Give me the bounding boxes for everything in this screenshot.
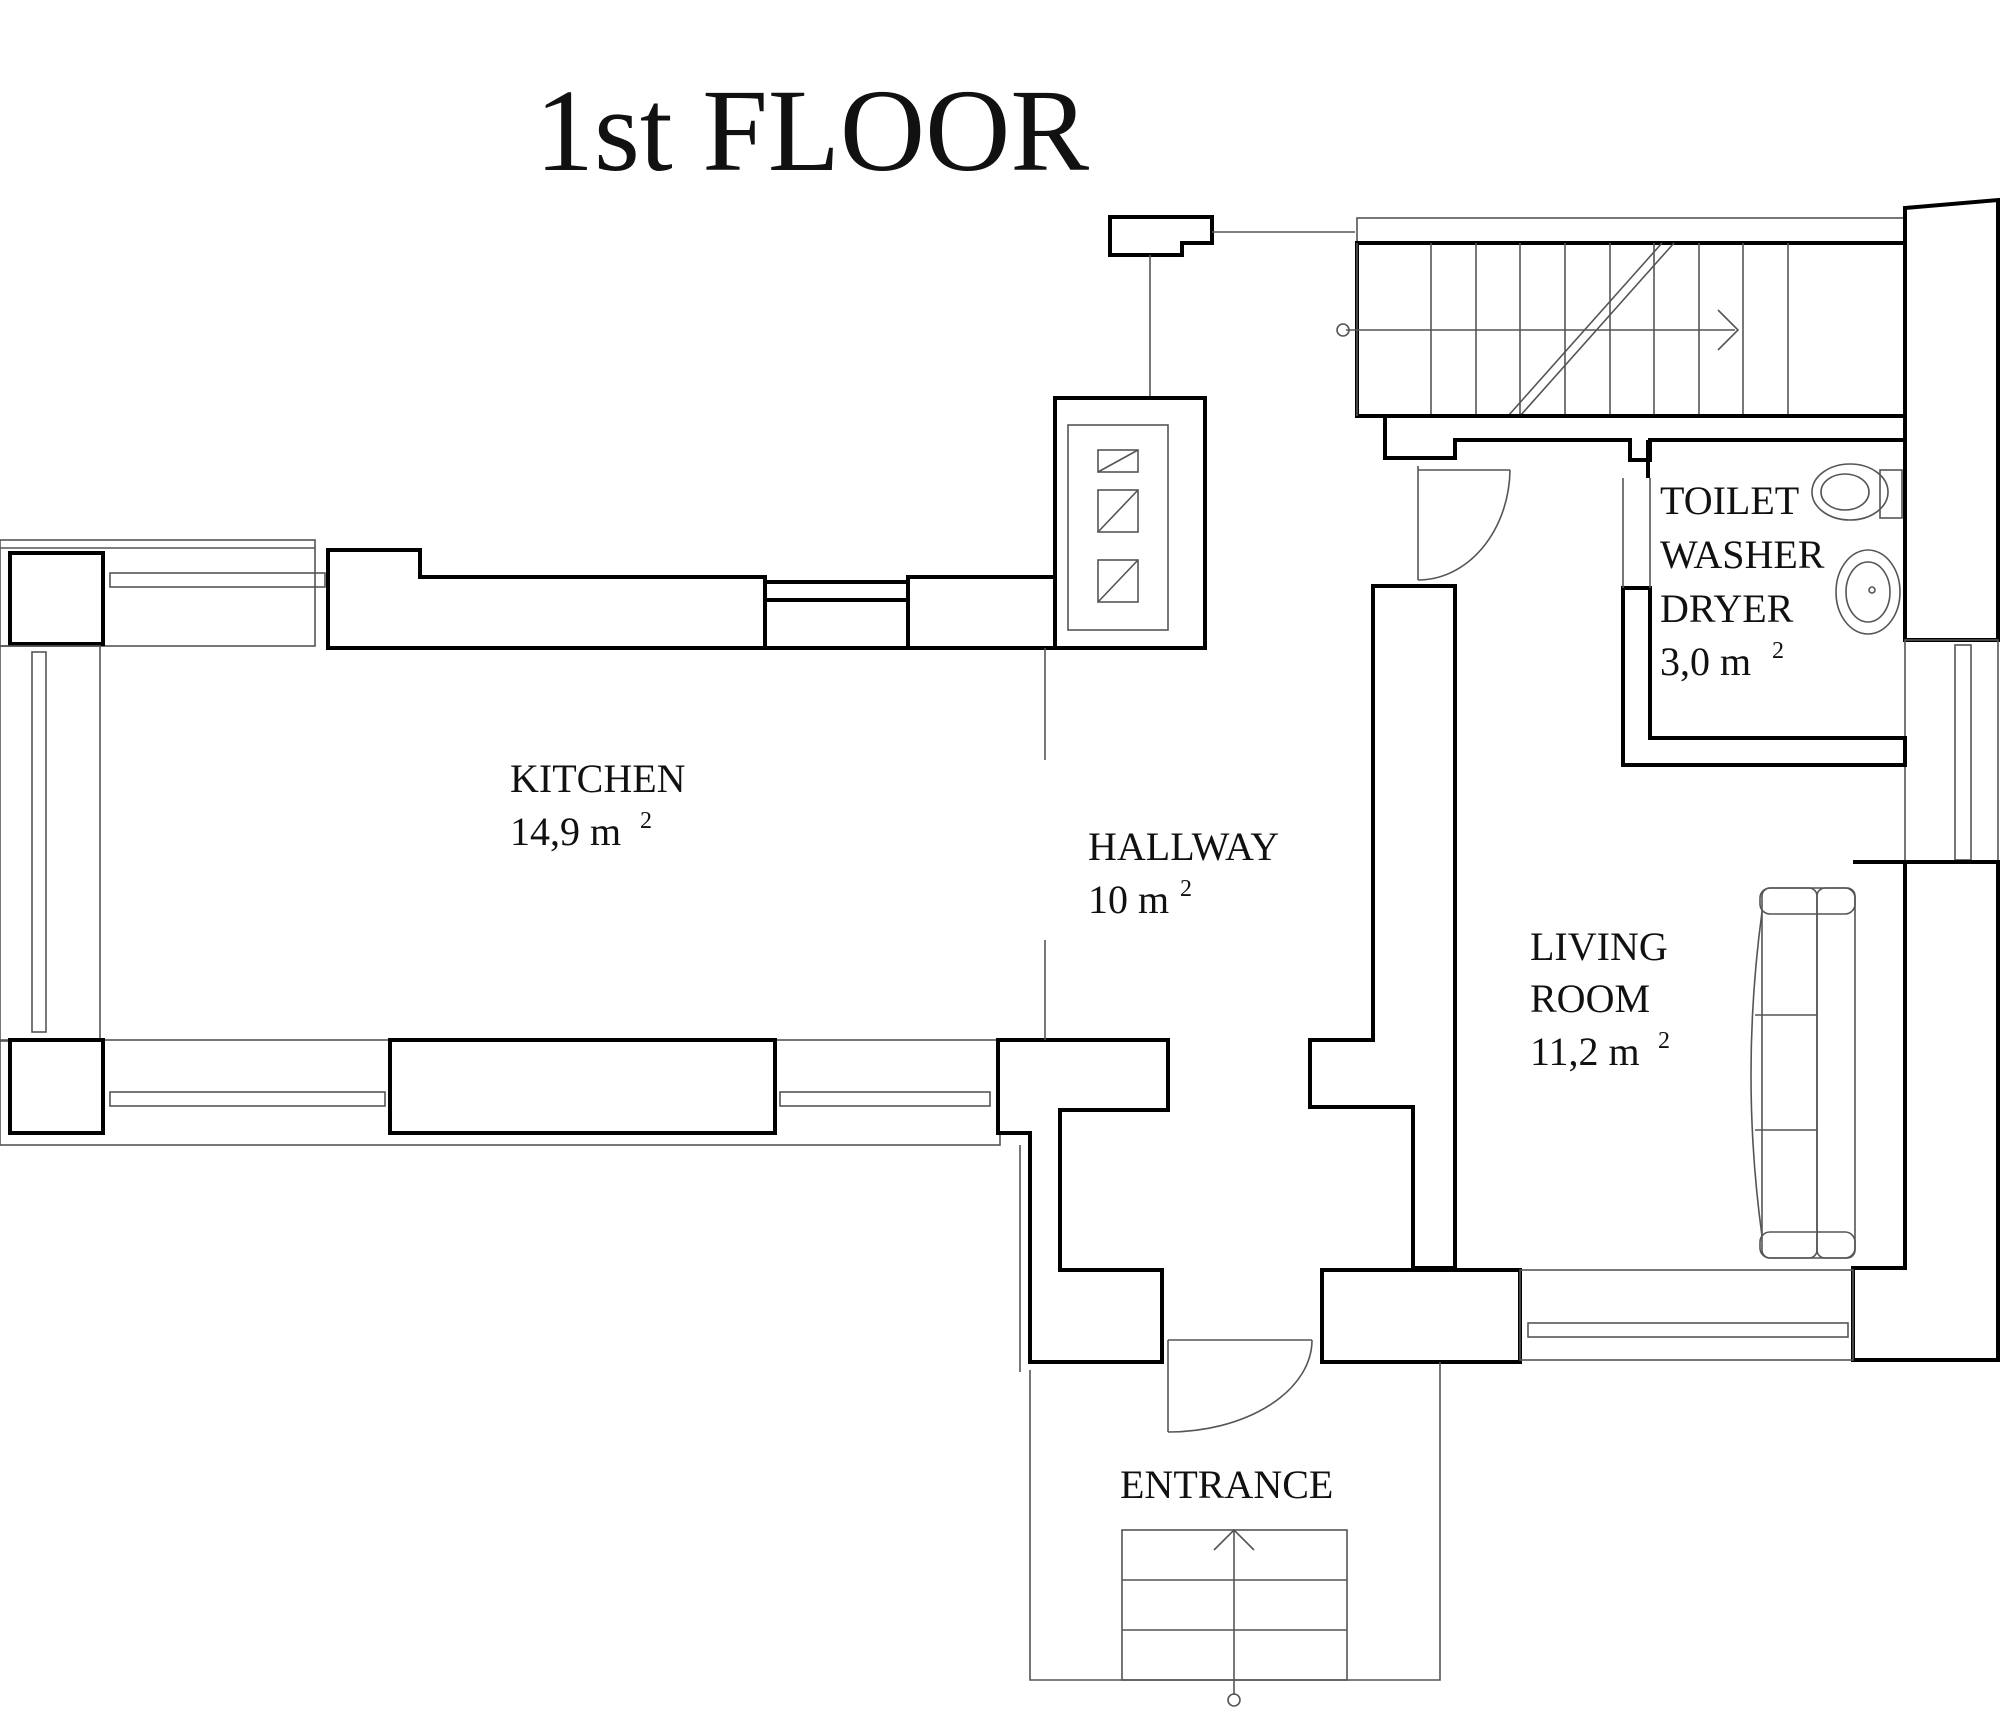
label-kitchen: KITCHEN 14,9 m 2 (510, 756, 686, 854)
kitchen-area: 14,9 m (510, 809, 621, 854)
plan-title: 1st FLOOR (535, 65, 1089, 196)
living-name-1: LIVING (1530, 924, 1668, 969)
toilet-name-2: WASHER (1660, 532, 1825, 577)
chimney-stub (1108, 215, 1355, 398)
sofa-icon (1750, 887, 1856, 1259)
entrance-porch (1029, 1362, 1441, 1707)
hallway-area: 10 m (1088, 877, 1169, 922)
toilet-area: 3,0 m (1660, 639, 1751, 684)
kitchen-north-wall-main (326, 548, 1057, 650)
living-area-unit: 2 (1658, 1028, 1670, 1054)
label-entrance: ENTRANCE (1120, 1462, 1333, 1507)
toilet-walls (1621, 440, 1907, 767)
toilet-area-unit: 2 (1772, 638, 1784, 664)
label-hallway: HALLWAY 10 m 2 (1088, 824, 1279, 922)
washbasin-icon (1835, 549, 1901, 635)
toilet-fixtures (1811, 463, 1903, 635)
hallway-name: HALLWAY (1088, 824, 1279, 869)
kitchen-west-window (0, 645, 101, 1042)
living-name-2: ROOM (1530, 976, 1650, 1021)
door-swing-hall-right (1417, 466, 1511, 581)
toilet-name-3: DRYER (1660, 586, 1794, 631)
hall-lower-walls (996, 1038, 1854, 1372)
toilet-name-1: TOILET (1660, 478, 1799, 523)
kitchen-south-wall (0, 1038, 1001, 1146)
label-toilet: TOILET WASHER DRYER 3,0 m 2 (1660, 478, 1825, 684)
entrance-door-swing (1167, 1339, 1313, 1433)
stair-lower-wall (1383, 414, 1907, 462)
wc-bowl-icon (1811, 463, 1889, 521)
living-area: 11,2 m (1530, 1029, 1640, 1074)
hallway-area-unit: 2 (1180, 876, 1192, 902)
kitchen-name: KITCHEN (510, 756, 686, 801)
vent-shaft (1053, 396, 1207, 650)
kitchen-area-unit: 2 (640, 808, 652, 834)
label-living-room: LIVING ROOM 11,2 m 2 (1530, 924, 1670, 1074)
right-exterior-wall (1851, 197, 2000, 1362)
hall-living-wall (1308, 584, 1457, 1270)
staircase (1336, 217, 1907, 418)
